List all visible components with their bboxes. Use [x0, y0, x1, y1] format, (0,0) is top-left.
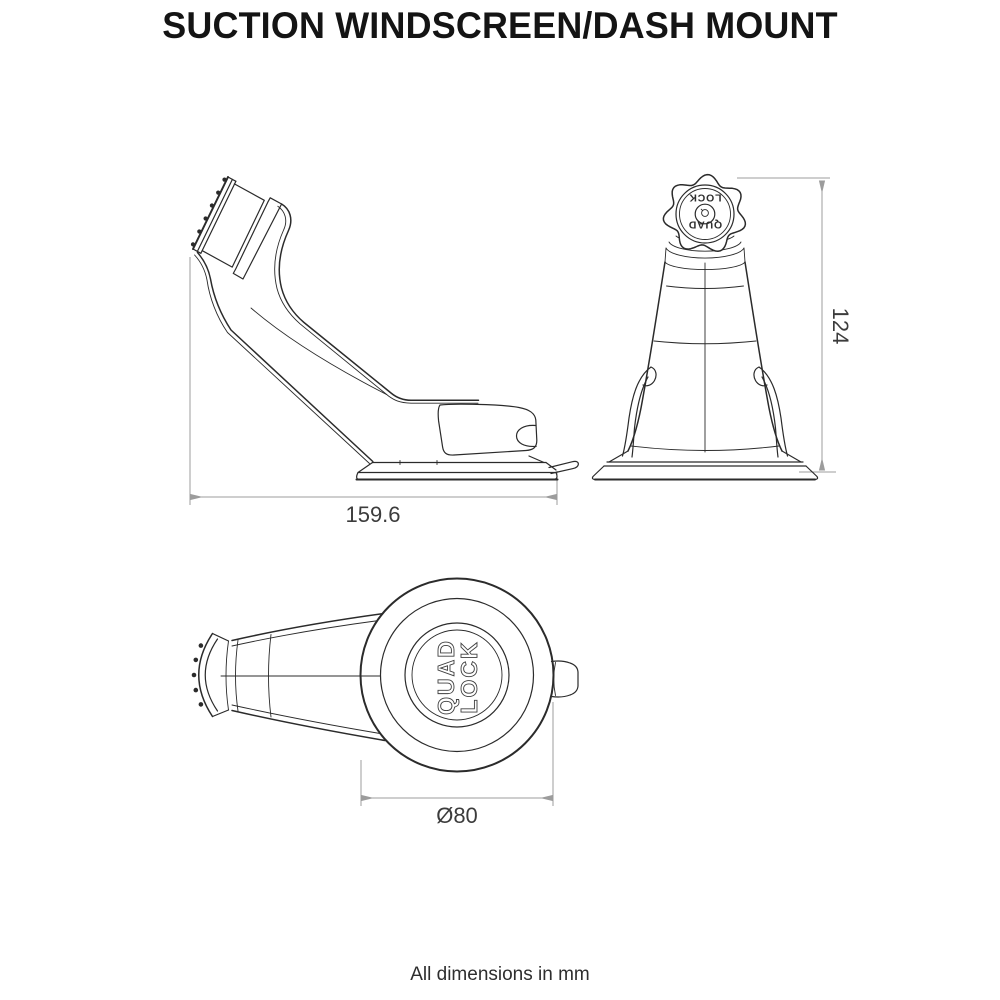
- front-head-logo-mark: [701, 209, 709, 217]
- side-lever-notch: [515, 424, 537, 448]
- front-head-logo-mark-tick: [700, 208, 704, 212]
- front-ear-left: [621, 366, 657, 458]
- side-pad-sides: [356, 471, 558, 481]
- side-head-scallop-nubs: [190, 177, 227, 247]
- side-base-right-step: [528, 455, 557, 471]
- page-title: SUCTION WINDSCREEN/DASH MOUNT: [162, 5, 838, 46]
- front-view: 124 QU: [591, 173, 853, 481]
- front-dimension: 124: [737, 177, 853, 473]
- side-arm-left-inner: [194, 254, 370, 464]
- side-base-ticks: [399, 460, 438, 465]
- side-lever-tab: [548, 460, 579, 475]
- top-logo-word1: QUAD: [433, 639, 459, 715]
- front-pad-sides: [591, 465, 819, 481]
- side-drawing: [190, 176, 579, 481]
- side-dimension: 159.6: [189, 257, 558, 527]
- front-head-ring-inner: [679, 188, 731, 240]
- front-head-ring-outer: [675, 184, 735, 244]
- top-head-scallop-nubs: [191, 643, 204, 707]
- top-arm-bottom-inner: [231, 704, 381, 734]
- top-dimension-label: Ø80: [436, 803, 478, 828]
- side-arm-contour: [250, 307, 387, 395]
- top-suction-cup: QUAD LOCK: [220, 577, 579, 773]
- units-note: All dimensions in mm: [410, 964, 590, 985]
- top-logo-text: QUAD LOCK: [433, 639, 483, 716]
- front-head-logo-text: QUAD LOCK: [688, 192, 722, 231]
- front-base-rim: [603, 461, 807, 467]
- top-dimension: Ø80: [360, 702, 554, 828]
- top-ring-3: [411, 629, 503, 721]
- top-head-profile-caps: [211, 632, 230, 718]
- top-lever-tab-inner: [553, 662, 556, 696]
- side-view: 159.6: [189, 176, 579, 527]
- side-head-plate-caps: [192, 176, 237, 254]
- front-ear-right: [753, 366, 789, 458]
- top-arm-joint-curves: [225, 639, 239, 712]
- side-head-plate-outer: [192, 176, 229, 250]
- side-dimension-label: 159.6: [345, 502, 400, 527]
- top-ring-2: [404, 622, 510, 728]
- side-base-skirt: [357, 461, 557, 474]
- front-logo-word2: LOCK: [689, 192, 722, 204]
- side-lever-housing: [437, 403, 538, 456]
- front-drawing: QUAD LOCK: [591, 173, 819, 481]
- side-arm-right-edge: [278, 203, 480, 402]
- top-head-profile-outer: [198, 632, 214, 718]
- side-head-plate-mid: [196, 178, 233, 252]
- side-head-collar: [201, 183, 283, 280]
- front-cone-left-edge: [627, 261, 666, 452]
- front-base-flare: [608, 450, 802, 463]
- top-arm-bottom-edge: [231, 709, 386, 742]
- top-arm-drawing: [191, 612, 386, 742]
- top-lever-tab: [550, 660, 579, 698]
- top-view: QUAD LOCK Ø80: [191, 577, 579, 828]
- front-dimension-label: 124: [828, 308, 853, 345]
- top-ring-1: [379, 597, 535, 753]
- top-arm-top-inner: [231, 620, 380, 647]
- top-head-profile-inner: [204, 638, 219, 712]
- front-logo-word1: QUAD: [688, 219, 722, 231]
- top-logo-word2: LOCK: [456, 640, 482, 713]
- front-cone-right-edge: [744, 261, 783, 452]
- side-arm-left-edge: [196, 251, 374, 463]
- top-arm-top-edge: [231, 612, 385, 642]
- side-head-plate-inner: [200, 180, 237, 254]
- side-arm-right-inner: [274, 205, 479, 404]
- front-head-boss: [694, 203, 716, 225]
